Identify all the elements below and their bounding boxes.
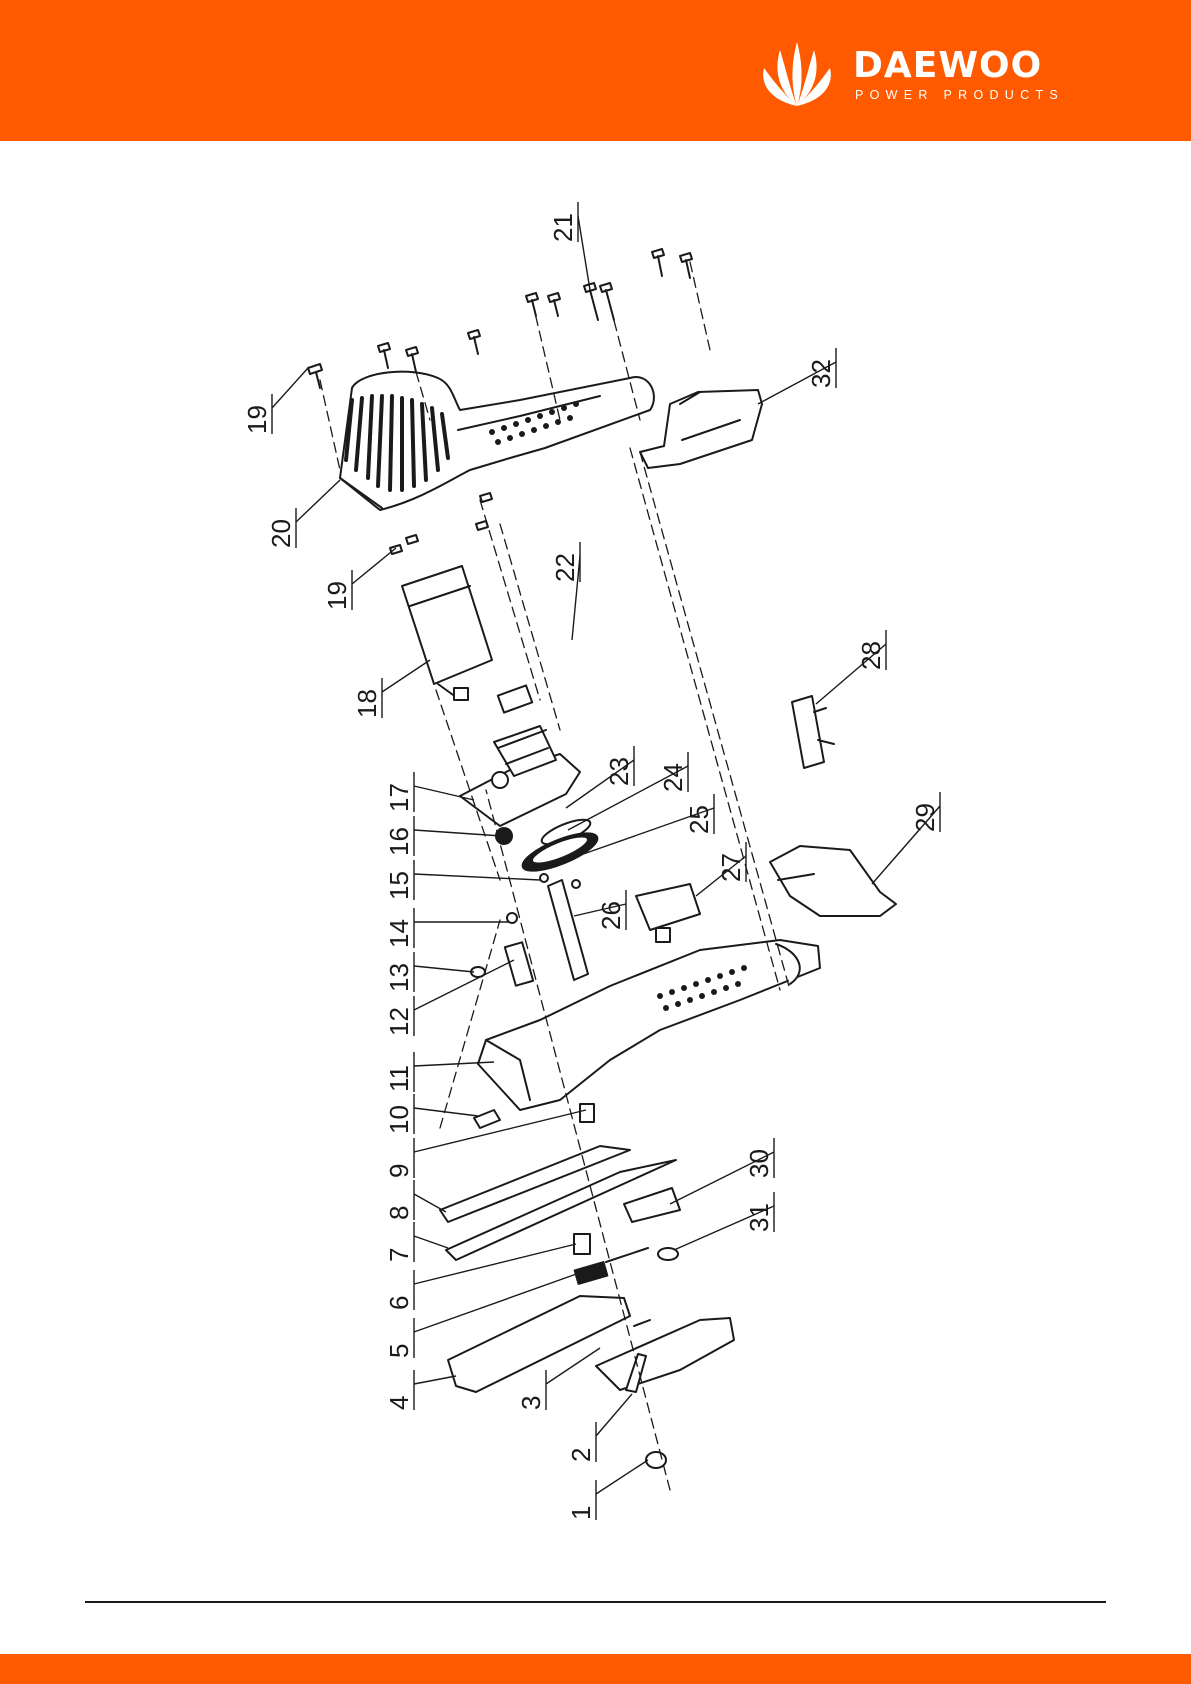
callout-number: 5 xyxy=(384,1344,414,1358)
brand-name: DAEWOO xyxy=(853,46,1042,86)
callout-number: 19 xyxy=(242,405,272,434)
callout-leader-line xyxy=(414,966,474,972)
footer-band xyxy=(0,1654,1191,1684)
callout-leader-line xyxy=(382,660,430,692)
callout-number: 25 xyxy=(684,805,714,834)
footer-rule xyxy=(85,1601,1106,1603)
callout-leader-line xyxy=(414,1244,576,1284)
callout-leader-line xyxy=(578,216,590,290)
callout-leader-line xyxy=(414,1376,456,1384)
switch-part xyxy=(792,696,834,768)
callout-number: 18 xyxy=(352,689,382,718)
callout-number: 16 xyxy=(384,827,414,856)
callout-leader-line xyxy=(596,1394,632,1436)
callout-leader-line xyxy=(414,1236,448,1248)
callout-number: 10 xyxy=(384,1105,414,1134)
fan-leaf-icon xyxy=(752,40,842,110)
callout-number: 11 xyxy=(384,1065,414,1092)
callout-number: 9 xyxy=(384,1164,414,1178)
callout-number: 7 xyxy=(384,1248,414,1262)
blade-part xyxy=(440,1104,676,1260)
callout-number: 22 xyxy=(550,553,580,582)
callout-number: 30 xyxy=(744,1149,774,1178)
brand-tagline: POWER PRODUCTS xyxy=(855,88,1064,102)
callout-number: 26 xyxy=(596,901,626,930)
callout-leader-line xyxy=(272,368,308,408)
callout-number: 21 xyxy=(548,213,578,242)
callout-number: 27 xyxy=(716,853,746,882)
housing-screws xyxy=(308,249,692,388)
battery-connector-part xyxy=(640,390,762,468)
gearbox-part xyxy=(460,685,580,826)
callout-leader-line xyxy=(352,548,396,584)
callout-number: 19 xyxy=(322,581,352,610)
callout-number: 6 xyxy=(384,1296,414,1310)
callout-number: 8 xyxy=(384,1206,414,1220)
callout-number: 32 xyxy=(806,359,836,388)
motor-part xyxy=(402,566,492,700)
exploded-parts-diagram: 1234567891011121314151617181919202122232… xyxy=(0,141,1191,1601)
callout-number: 13 xyxy=(384,963,414,992)
bottom-cover-part xyxy=(448,1296,734,1392)
gear-stack-part xyxy=(518,815,601,980)
callout-number: 31 xyxy=(744,1203,774,1232)
callout-number: 4 xyxy=(384,1396,414,1410)
callout-leader-line xyxy=(414,1110,586,1152)
callout-number: 3 xyxy=(516,1396,546,1410)
callout-leader-line xyxy=(414,874,540,880)
brand-logo: DAEWOO POWER PRODUCTS xyxy=(752,40,1072,110)
callout-number: 20 xyxy=(266,519,296,548)
callout-leader-line xyxy=(414,830,502,836)
callout-number: 14 xyxy=(384,919,414,948)
callout-number: 17 xyxy=(384,783,414,812)
callout-leader-line xyxy=(296,480,340,522)
callout-number: 28 xyxy=(856,641,886,670)
callout-number: 15 xyxy=(384,871,414,900)
callout-leader-line xyxy=(596,1460,648,1494)
rear-housing-part xyxy=(340,372,654,510)
callout-number: 24 xyxy=(658,763,688,792)
callout-number: 2 xyxy=(566,1448,596,1462)
callout-number: 23 xyxy=(604,757,634,786)
callout-number: 1 xyxy=(566,1506,596,1520)
callout-leader-line xyxy=(414,1194,446,1212)
callout-number: 29 xyxy=(910,803,940,832)
lower-connector-part xyxy=(770,846,896,916)
callout-number: 12 xyxy=(384,1007,414,1036)
